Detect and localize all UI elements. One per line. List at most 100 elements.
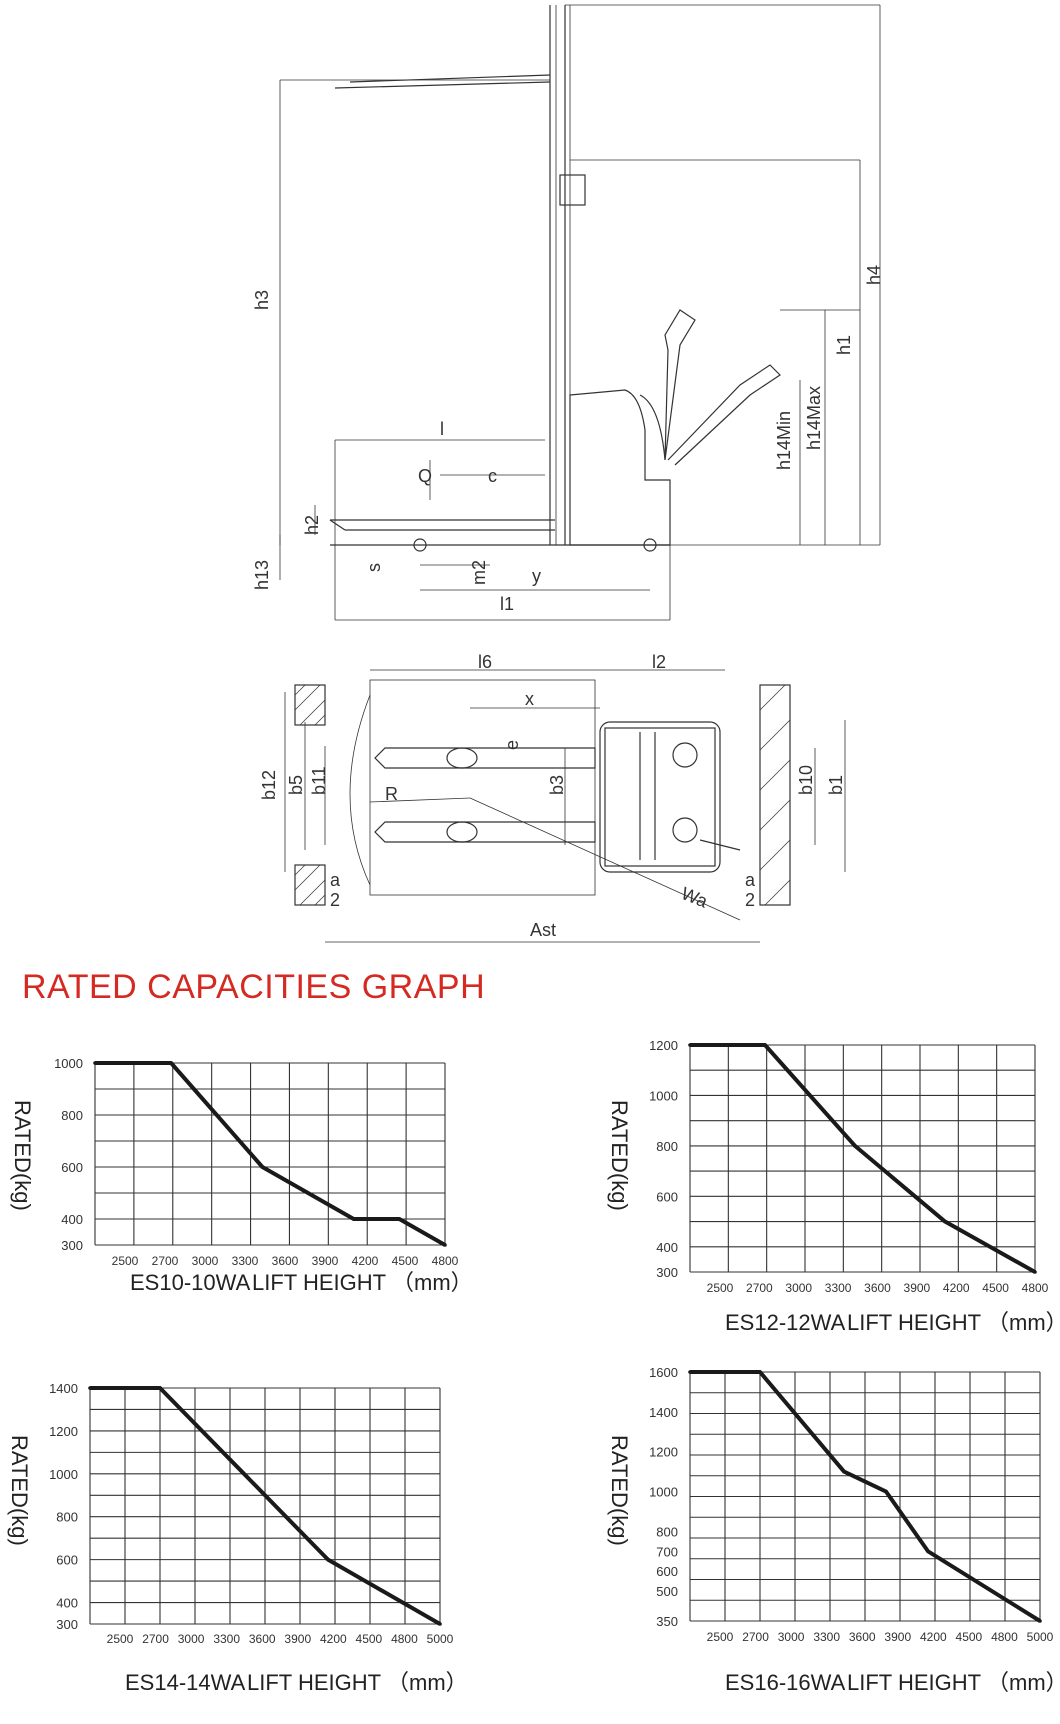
es12-12wa-y-tick-label: 1200 bbox=[649, 1038, 678, 1053]
es12-12wa-data-point bbox=[763, 1043, 767, 1047]
es12-12wa-x-unit: （mm） bbox=[987, 1310, 1060, 1335]
es10-10wa-y-tick-label: 800 bbox=[61, 1108, 83, 1123]
es16-16wa-x-tick-label: 4200 bbox=[920, 1630, 947, 1644]
es16-16wa-y-tick-label: 500 bbox=[656, 1584, 678, 1599]
es16-16wa-x-tick-label: 2700 bbox=[742, 1630, 769, 1644]
es10-10wa-model-label: ES10-10WA bbox=[130, 1270, 251, 1295]
es14-14wa-x-tick-label: 3600 bbox=[249, 1632, 276, 1646]
es16-16wa-x-tick-label: 3900 bbox=[884, 1630, 911, 1644]
es16-16wa-x-tick-label: 2500 bbox=[707, 1630, 734, 1644]
es14-14wa-x-tick-label: 4200 bbox=[320, 1632, 347, 1646]
es12-12wa-x-tick-label: 3000 bbox=[785, 1281, 812, 1295]
es16-16wa-x-tick-label: 4800 bbox=[991, 1630, 1018, 1644]
es12-12wa-data-point bbox=[1033, 1270, 1037, 1274]
es12-12wa-data-point bbox=[853, 1144, 857, 1148]
label-e: e bbox=[502, 740, 522, 750]
es10-10wa-y-tick-label: 600 bbox=[61, 1160, 83, 1175]
es10-10wa-x-tick-label: 4500 bbox=[392, 1254, 419, 1268]
es14-14wa-x-tick-label: 3300 bbox=[213, 1632, 240, 1646]
es10-10wa-x-axis-label: LIFT HEIGHT bbox=[252, 1270, 386, 1295]
es12-12wa-y-axis-label: RATED(kg) bbox=[607, 1100, 632, 1211]
es16-16wa-data-point bbox=[1038, 1619, 1042, 1623]
tiller-lowered bbox=[667, 364, 781, 466]
es14-14wa-y-tick-label: 800 bbox=[56, 1510, 78, 1525]
es16-16wa-y-tick-label: 1600 bbox=[649, 1365, 678, 1380]
es10-10wa-capacity-line bbox=[95, 1061, 446, 1247]
label-y: y bbox=[532, 566, 541, 586]
label-l6: l6 bbox=[478, 652, 492, 672]
es14-14wa-y-tick-label: 1200 bbox=[49, 1424, 78, 1439]
aisle-wall-left-bottom bbox=[294, 864, 326, 906]
es14-14wa-x-tick-label: 4800 bbox=[391, 1632, 418, 1646]
es14-14wa-data-point bbox=[326, 1557, 330, 1562]
es16-16wa-x-tick-label: 3000 bbox=[778, 1630, 805, 1644]
es16-16wa-y-axis-label: RATED(kg) bbox=[607, 1435, 632, 1546]
es16-16wa-y-tick-label: 1200 bbox=[649, 1445, 678, 1460]
es16-16wa-x-tick-label: 3300 bbox=[813, 1630, 840, 1644]
truck-body bbox=[569, 389, 671, 546]
es10-10wa-data-point bbox=[351, 1217, 356, 1221]
es10-10wa-x-tick-label: 4800 bbox=[432, 1254, 459, 1268]
es14-14wa-data-point bbox=[158, 1386, 162, 1390]
label-2-left: 2 bbox=[330, 890, 340, 910]
raised-fork bbox=[349, 74, 551, 83]
es12-12wa-x-tick-label: 4800 bbox=[1022, 1281, 1049, 1295]
es12-12wa-y-tick-label: 400 bbox=[656, 1240, 678, 1255]
label-h14max: h14Max bbox=[804, 386, 824, 450]
es14-14wa-x-axis-label: LIFT HEIGHT bbox=[247, 1670, 381, 1695]
es12-12wa-y-tick-label: 800 bbox=[656, 1139, 678, 1154]
es14-14wa-y-tick-label: 400 bbox=[56, 1596, 78, 1611]
es12-12wa-capacity-line bbox=[690, 1043, 1036, 1274]
es14-14wa-data-point bbox=[88, 1386, 92, 1390]
label-c: c bbox=[488, 466, 497, 486]
es12-12wa-data-point bbox=[688, 1043, 692, 1047]
es16-16wa-data-point bbox=[688, 1370, 692, 1374]
side-view-drawing: h3 h4 h1 h14Min h14Max l Q c h2 h13 s m2… bbox=[252, 4, 884, 621]
es14-14wa-data-point bbox=[438, 1622, 442, 1626]
label-b12: b12 bbox=[259, 770, 279, 800]
label-h1: h1 bbox=[834, 335, 854, 355]
es10-10wa-y-tick-label: 1000 bbox=[54, 1056, 83, 1071]
es14-14wa-y-axis-label: RATED(kg) bbox=[7, 1435, 32, 1546]
es16-16wa-data-point bbox=[884, 1489, 888, 1494]
label-l2: l2 bbox=[652, 652, 666, 672]
label-b5: b5 bbox=[286, 775, 306, 795]
es14-14wa-y-tick-label: 600 bbox=[56, 1553, 78, 1568]
es14-14wa-x-tick-label: 5000 bbox=[427, 1632, 454, 1646]
fork-right bbox=[374, 821, 596, 843]
es10-10wa-x-tick-label: 4200 bbox=[352, 1254, 379, 1268]
label-b3: b3 bbox=[547, 775, 567, 795]
label-b10: b10 bbox=[796, 765, 816, 795]
es14-14wa-x-unit: （mm） bbox=[387, 1670, 468, 1695]
es10-10wa-data-point bbox=[169, 1061, 173, 1065]
aisle-wall-right bbox=[759, 684, 791, 906]
es14-14wa-data-point bbox=[242, 1472, 246, 1476]
es10-10wa-x-tick-label: 3900 bbox=[312, 1254, 339, 1268]
graph-title: RATED CAPACITIES GRAPH bbox=[22, 968, 486, 1006]
es12-12wa-x-tick-label: 2500 bbox=[707, 1281, 734, 1295]
label-b11: b11 bbox=[309, 766, 329, 795]
es14-14wa-x-tick-label: 3900 bbox=[284, 1632, 311, 1646]
label-r: R bbox=[385, 784, 398, 804]
label-2-right: 2 bbox=[745, 890, 755, 910]
truck-body-top bbox=[599, 721, 721, 873]
es10-10wa-x-tick-label: 2700 bbox=[152, 1254, 179, 1268]
es16-16wa-y-tick-label: 600 bbox=[656, 1564, 678, 1579]
es12-12wa-x-tick-label: 2700 bbox=[746, 1281, 773, 1295]
es10-10wa-data-point bbox=[260, 1165, 265, 1169]
es16-16wa-y-tick-label: 800 bbox=[656, 1524, 678, 1539]
es14-14wa-y-tick-label: 1000 bbox=[49, 1467, 78, 1482]
es10-10wa-x-tick-label: 2500 bbox=[112, 1254, 139, 1268]
es10-10wa-x-unit: （mm） bbox=[392, 1270, 473, 1295]
label-l: l bbox=[440, 419, 444, 439]
label-m2: m2 bbox=[469, 560, 489, 585]
es12-12wa-x-tick-label: 3900 bbox=[904, 1281, 931, 1295]
es10-10wa-data-point bbox=[397, 1217, 402, 1221]
es10-10wa-y-tick-label: 300 bbox=[61, 1238, 83, 1253]
label-h13: h13 bbox=[252, 560, 272, 590]
es16-16wa-y-tick-label: 1400 bbox=[649, 1405, 678, 1420]
es16-16wa-y-tick-label: 700 bbox=[656, 1544, 678, 1559]
es14-14wa-y-tick-label: 1400 bbox=[49, 1381, 78, 1396]
label-ast: Ast bbox=[530, 920, 556, 940]
